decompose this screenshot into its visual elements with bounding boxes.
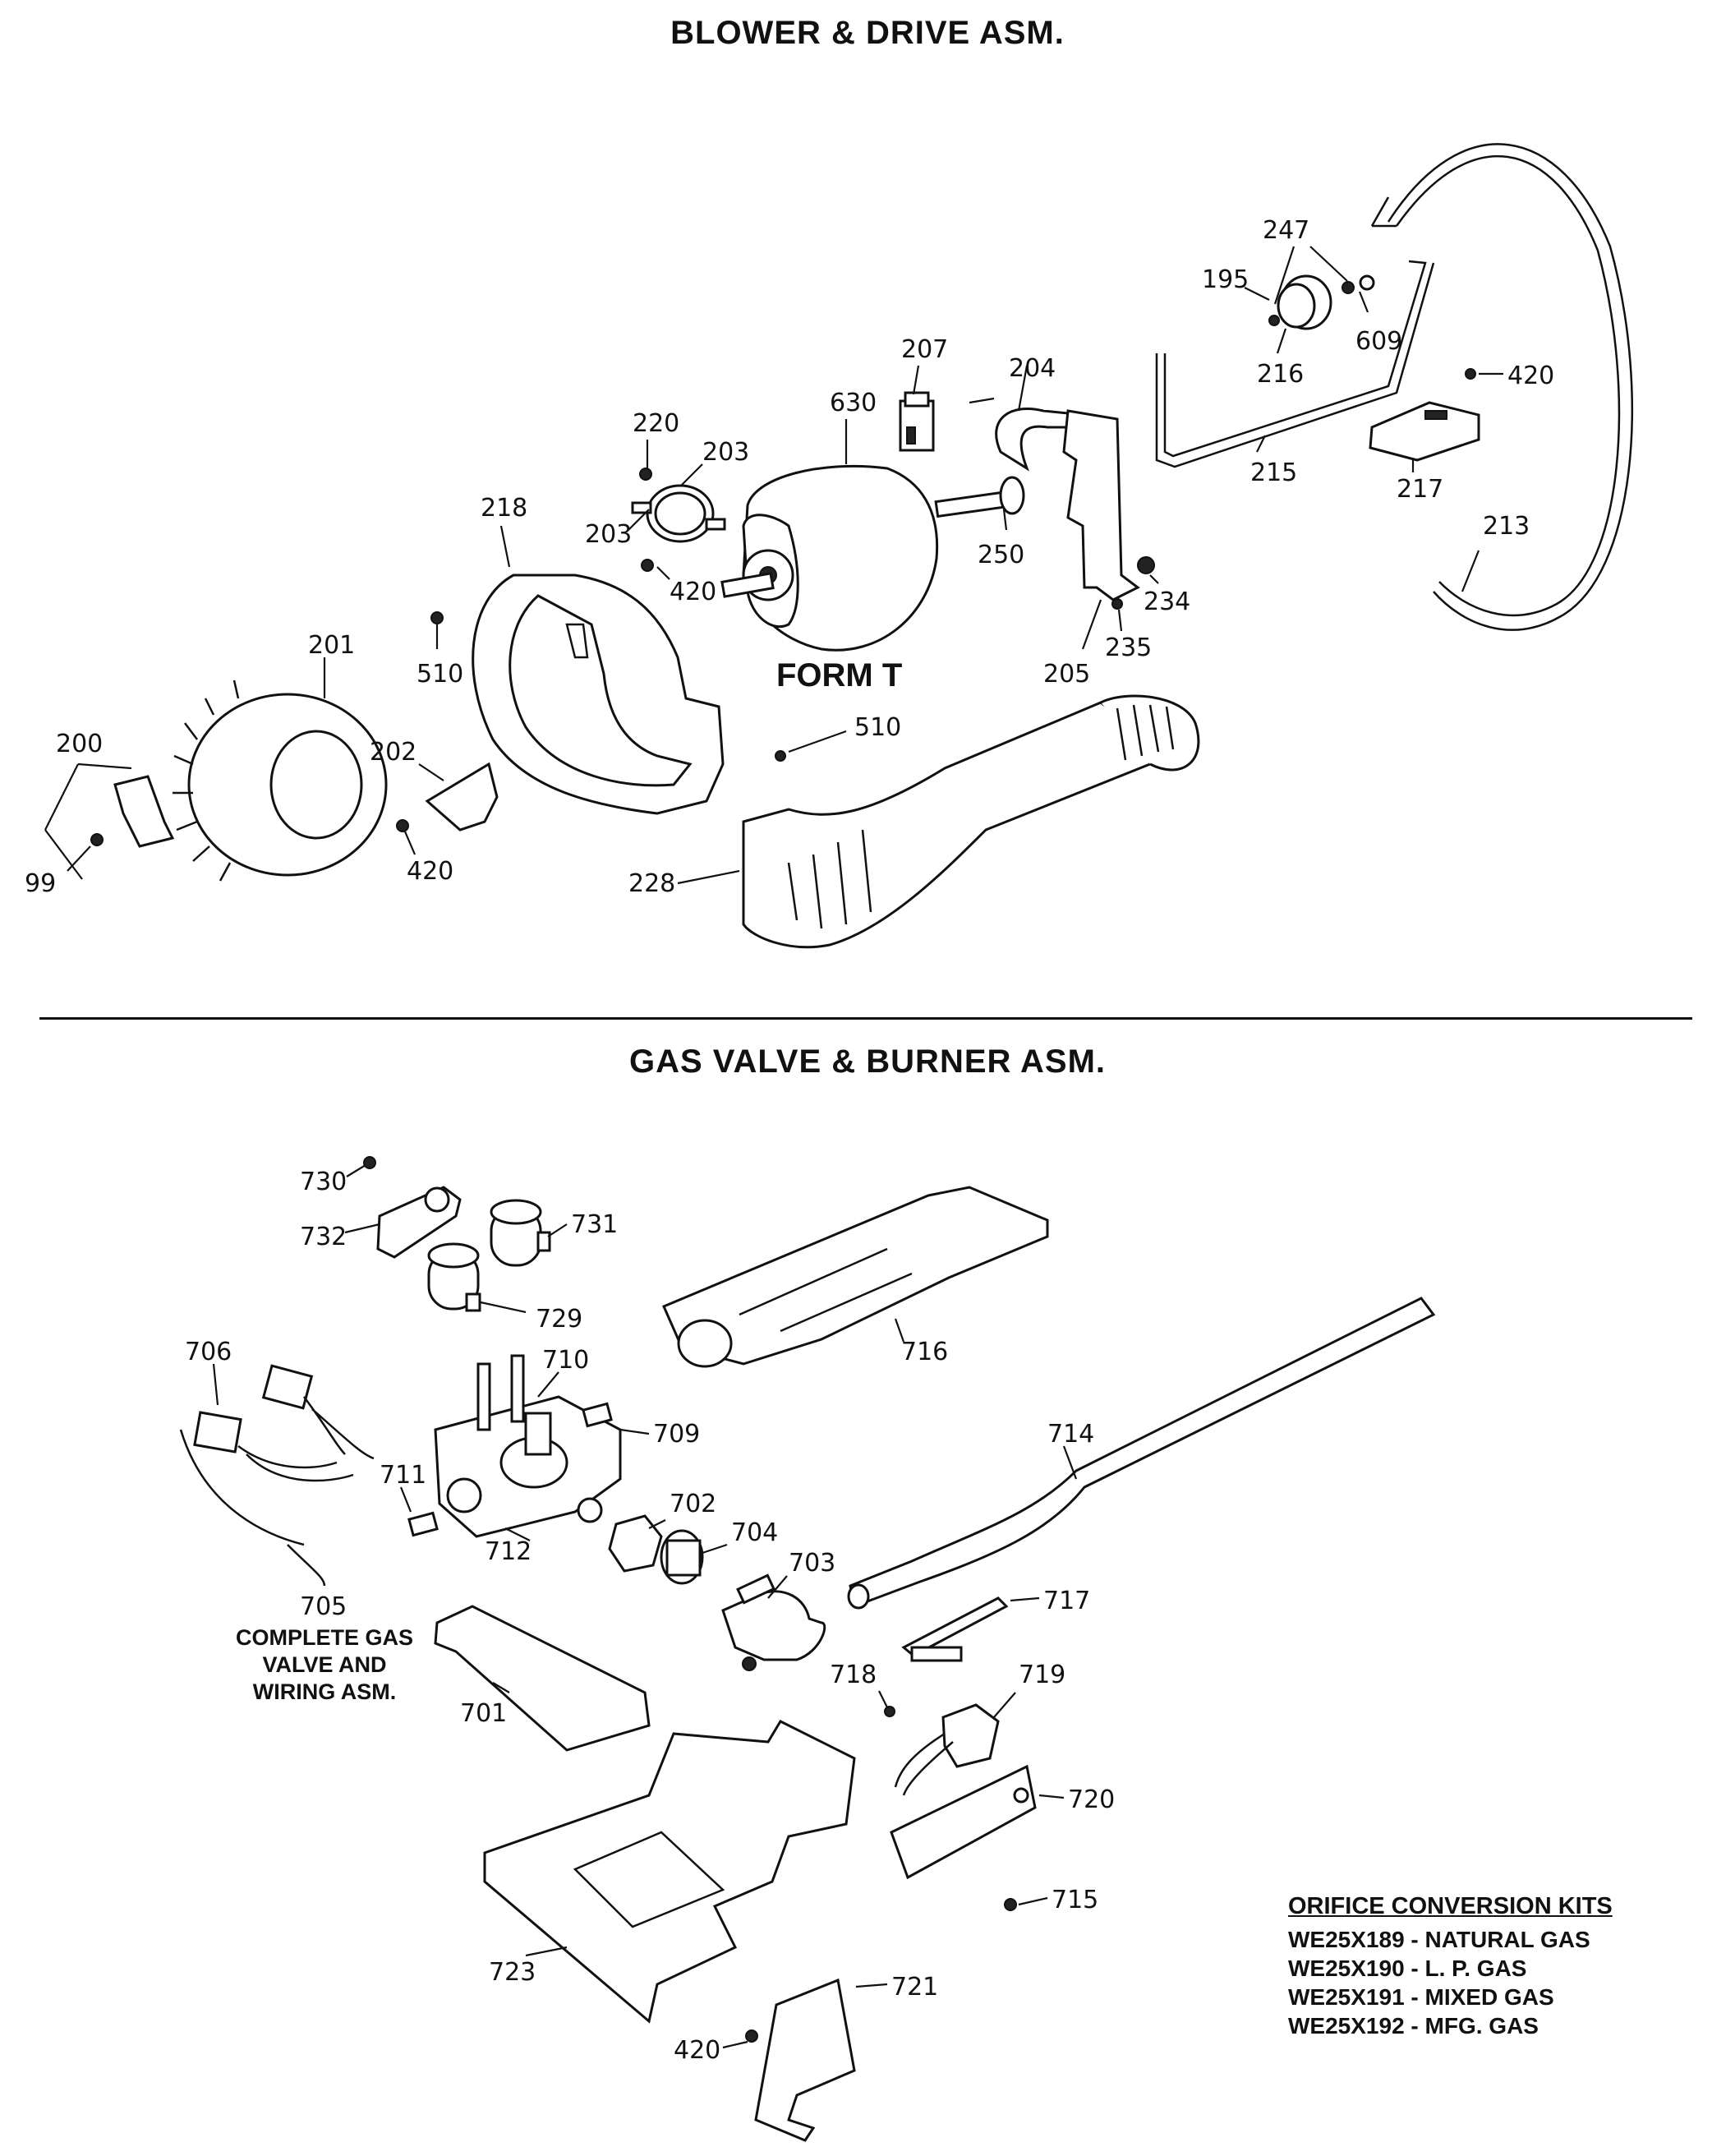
bracket-720 (890, 1764, 1037, 1911)
label-712: 712 (485, 1537, 532, 1566)
label-729: 729 (536, 1305, 582, 1334)
label-703: 703 (789, 1549, 835, 1578)
burner-base-723 (483, 1720, 856, 2024)
shield-202 (396, 762, 499, 832)
label-716: 716 (901, 1338, 948, 1366)
bracket-732 (363, 1156, 462, 1259)
label-715: 715 (1052, 1886, 1098, 1914)
label-701: 701 (460, 1699, 507, 1728)
label-235: 235 (1105, 633, 1152, 662)
label-205: 205 (1043, 660, 1090, 689)
label-710: 710 (542, 1346, 589, 1375)
clip-200 (44, 762, 175, 880)
label-228: 228 (628, 869, 675, 898)
label-731: 731 (571, 1210, 618, 1239)
label-630: 630 (830, 389, 877, 417)
idler-pulley-216 (1268, 274, 1375, 330)
assembly-note-line-1: COMPLETE GAS (236, 1625, 413, 1650)
burner-tube-714 (847, 1297, 1436, 1610)
label-709: 709 (653, 1420, 700, 1449)
label-201: 201 (308, 631, 355, 660)
burner-housing-716 (662, 1186, 1049, 1368)
label-719: 719 (1019, 1661, 1065, 1689)
label-609: 609 (1355, 327, 1402, 356)
label-718: 718 (830, 1661, 877, 1689)
elbow-703 (721, 1573, 826, 1671)
assembly-note-line-3: WIRING ASM. (253, 1679, 397, 1704)
kits-title: ORIFICE CONVERSION KITS (1288, 1893, 1613, 1919)
label-704: 704 (731, 1518, 778, 1547)
label-215: 215 (1250, 458, 1297, 487)
motor-clamp-203 (631, 468, 726, 572)
plate-701 (434, 1605, 651, 1752)
label-247: 247 (1263, 216, 1309, 245)
idler-arm-215 (1155, 260, 1435, 468)
label-714: 714 (1047, 1420, 1094, 1449)
coil-729 (427, 1242, 481, 1312)
form-label: FORM T (776, 657, 902, 693)
label-705: 705 (300, 1592, 347, 1621)
label-420-a: 420 (1507, 362, 1554, 390)
switch-207 (899, 391, 995, 452)
coil-731 (490, 1199, 551, 1267)
label-200: 200 (56, 730, 103, 758)
label-732: 732 (300, 1223, 347, 1251)
orifice-conversion-kits: ORIFICE CONVERSION KITS WE25X189 - NATUR… (1288, 1893, 1666, 2040)
bracket-217 (1369, 401, 1480, 462)
label-250: 250 (978, 541, 1024, 569)
label-203-b: 203 (585, 520, 632, 549)
label-420-d: 420 (674, 2036, 720, 2065)
flame-sensor-719 (884, 1703, 1000, 1796)
kit-item: WE25X190 - L. P. GAS (1288, 1956, 1527, 1981)
label-217: 217 (1397, 475, 1443, 504)
label-706: 706 (185, 1338, 232, 1366)
screw-420-top-right (1465, 368, 1476, 380)
label-702: 702 (670, 1490, 716, 1518)
label-207: 207 (901, 335, 948, 364)
gas-valve-burner-title: GAS VALVE & BURNER ASM. (628, 1043, 1107, 1080)
label-216: 216 (1257, 360, 1304, 389)
label-203-a: 203 (702, 438, 749, 467)
label-218: 218 (481, 494, 527, 523)
orifice-704 (660, 1529, 704, 1585)
fitting-702 (608, 1514, 663, 1573)
label-204: 204 (1009, 354, 1056, 383)
exhaust-duct-228 (742, 694, 1200, 949)
label-234: 234 (1144, 587, 1190, 616)
assembly-note-line-2: VALVE AND (262, 1652, 386, 1677)
label-711: 711 (380, 1461, 426, 1490)
label-213: 213 (1483, 512, 1530, 541)
igniter-717 (901, 1596, 1009, 1662)
blower-drive-title: BLOWER & DRIVE ASM. (670, 15, 1065, 51)
label-730: 730 (300, 1168, 347, 1196)
leaders-top (67, 246, 1503, 885)
label-510-b: 510 (854, 713, 901, 742)
wiring-harness-706 (179, 1364, 375, 1587)
kit-item: WE25X191 - MIXED GAS (1288, 1984, 1554, 2010)
shield-721 (745, 1978, 856, 2142)
label-420-c: 420 (407, 857, 453, 886)
label-723: 723 (489, 1958, 536, 1987)
motor-630 (720, 464, 1025, 652)
leaders-bottom (212, 1164, 1078, 2049)
drum-belt-213 (1370, 143, 1634, 631)
section-divider (39, 1017, 1692, 1020)
label-195: 195 (1202, 265, 1249, 294)
motor-bracket-205 (1062, 409, 1155, 610)
label-420-b: 420 (670, 578, 716, 606)
blower-housing-218 (430, 574, 725, 815)
gas-valve-710 (407, 1354, 622, 1538)
label-220: 220 (633, 409, 679, 438)
label-717: 717 (1043, 1587, 1090, 1615)
kit-item: WE25X192 - MFG. GAS (1288, 2013, 1539, 2039)
label-721: 721 (891, 1973, 938, 2002)
label-720: 720 (1068, 1785, 1115, 1814)
kit-item: WE25X189 - NATURAL GAS (1288, 1927, 1590, 1952)
label-510-a: 510 (416, 660, 463, 689)
blower-wheel-201 (173, 680, 388, 882)
label-99: 99 (25, 869, 56, 898)
label-202: 202 (370, 738, 416, 767)
